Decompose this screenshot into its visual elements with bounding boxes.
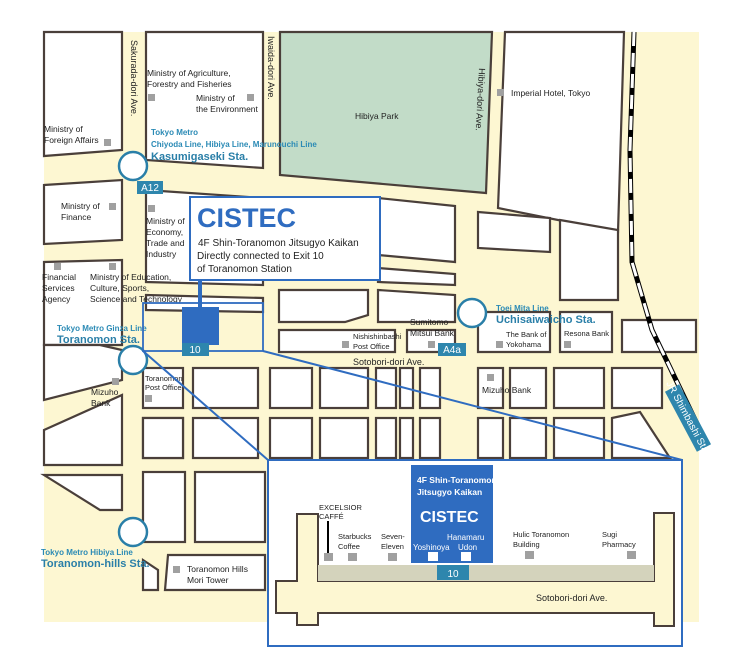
toranomon-station-icon[interactable] [117, 344, 149, 376]
iwaida-road-label: Iwaida-dori Ave. [266, 36, 276, 100]
jr-railway [627, 31, 703, 432]
toranomon-hills-station-icon[interactable] [117, 516, 149, 548]
uchisaiwaicho-station-name: Uchisaiwaicho Sta. [496, 314, 596, 326]
kasumigaseki-station-icon[interactable] [117, 150, 149, 182]
svg-text:Hanamaru: Hanamaru [447, 533, 484, 542]
landmark-imperial-hotel: Imperial Hotel, Tokyo [497, 88, 590, 98]
inset-exit-10-badge [437, 565, 469, 580]
uchisaiwaicho-station-icon[interactable] [456, 297, 488, 329]
svg-text:10: 10 [447, 569, 459, 580]
toranomon-hills-station-name: Toranomon-hills Sta. [41, 558, 150, 570]
svg-text:Mizuho Bank: Mizuho Bank [482, 385, 532, 395]
svg-text:Ministry of Education,Culture,: Ministry of Education,Culture, Sports,Sc… [90, 272, 183, 304]
yoshinoya-marker [428, 552, 438, 561]
svg-text:Jitsugyo Kaikan: Jitsugyo Kaikan [417, 487, 482, 497]
sakurada-road-label: Sakurada-dori Ave. [129, 40, 139, 116]
city-blocks [40, 30, 698, 592]
inset-cistec-building [411, 465, 493, 563]
callout-title: CISTEC [197, 203, 296, 233]
toranomon-hills-line-label: Tokyo Metro Hibiya Line [41, 548, 133, 557]
landmark-resona: Resona Bank [564, 329, 609, 348]
svg-text:4F Shin-Toranomon: 4F Shin-Toranomon [417, 475, 497, 485]
hibiya-park [278, 30, 494, 195]
svg-text:Resona Bank: Resona Bank [564, 329, 609, 338]
exit-a4a-badge [438, 343, 466, 356]
hanamaru-marker [461, 552, 471, 561]
inset-road-label: Sotobori-dori Ave. [536, 593, 607, 603]
exit-a12-badge [137, 181, 163, 194]
kasumigaseki-line-label: Tokyo Metro [151, 128, 198, 137]
svg-text:10: 10 [189, 345, 201, 356]
inset-connector-left [142, 350, 269, 461]
callout-line1: 4F Shin-Toranomon Jitsugyo Kaikan [198, 238, 359, 249]
cistec-building[interactable] [182, 307, 219, 345]
toranomon-line-label: Tokyo Metro Ginza Line [57, 324, 147, 333]
cistec-callout: CISTEC 4F Shin-Toranomon Jitsugyo Kaikan… [189, 196, 381, 281]
landmark-education: Ministry of Education,Culture, Sports,Sc… [90, 263, 183, 304]
inset-detail-map: Sotobori-dori Ave. 4F Shin-Toranomon Jit… [267, 459, 683, 647]
toranomon-station-name: Toranomon Sta. [57, 334, 140, 346]
callout-line2: Directly connected to Exit 10 [197, 251, 324, 262]
svg-text:Udon: Udon [458, 543, 477, 552]
hibiya-road-label: Hibiya-dori Ave. [474, 68, 487, 131]
callout-line3: of Toranomon Station [197, 264, 292, 275]
landmark-agriculture: Ministry of Agriculture,Forestry and Fis… [147, 68, 232, 101]
svg-text:Ministry of Agriculture,Forest: Ministry of Agriculture,Forestry and Fis… [147, 68, 232, 89]
landmark-mizuho-east: Mizuho Bank [482, 374, 532, 395]
exit-10-badge [182, 343, 209, 356]
inset-connector-right [262, 350, 683, 461]
svg-text:CISTEC: CISTEC [420, 509, 479, 526]
svg-text:A12: A12 [141, 183, 159, 194]
svg-text:Seven-Eleven: Seven-Eleven [381, 532, 405, 551]
svg-text:Imperial Hotel, Tokyo: Imperial Hotel, Tokyo [511, 88, 590, 98]
uchisaiwaicho-line-label: Toei Mita Line [496, 304, 549, 313]
kasumigaseki-station-name: Kasumigaseki Sta. [151, 151, 248, 163]
kasumigaseki-lines: Chiyoda Line, Hibiya Line, Marunouchi Li… [151, 140, 317, 149]
svg-text:A4a: A4a [443, 345, 461, 356]
sotobori-road-label: Sotobori-dori Ave. [353, 357, 424, 367]
hibiya-park-label: Hibiya Park [355, 111, 399, 121]
svg-text:Yoshinoya: Yoshinoya [413, 543, 450, 552]
